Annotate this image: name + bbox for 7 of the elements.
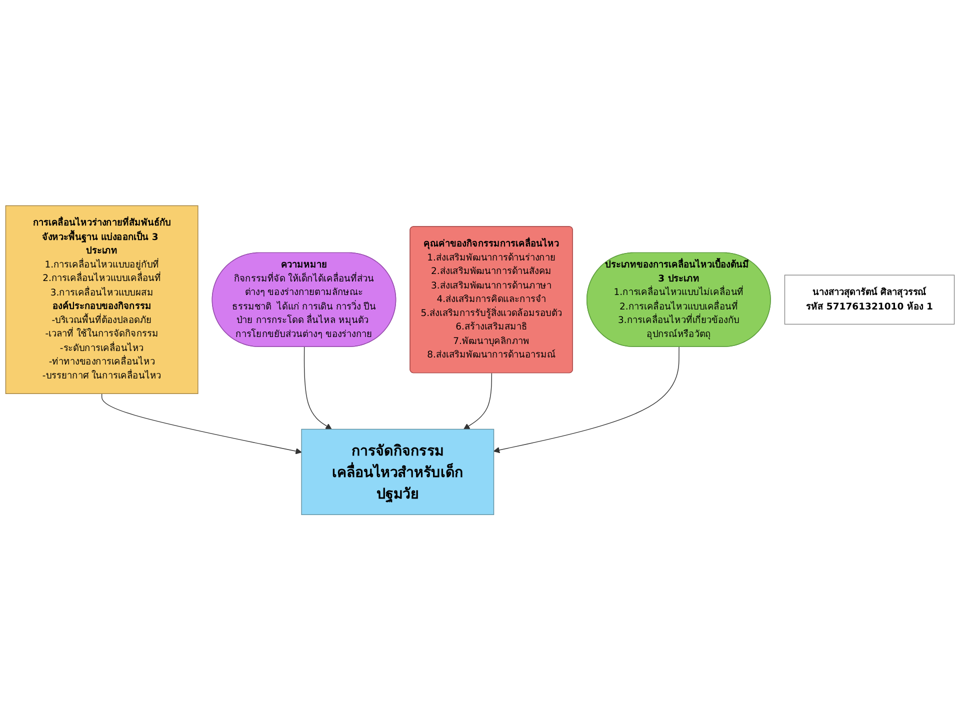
arrow — [493, 346, 680, 453]
arrow — [464, 372, 492, 430]
node-box: นางสาวสุดารัตน์ ศิลาสุวรรณ์ รหัส 571761321010 ห้อง 1 — [784, 274, 955, 324]
arrow — [304, 346, 332, 430]
arrow — [101, 393, 302, 454]
node-box: การจัดกิจกรรมเคลื่อนไหวสำหรับเด็กปฐมวัย — [301, 428, 494, 515]
node-box: การเคลื่อนไหวร่างกายที่สัมพันธ์กับจังหวะพื้นฐาน แบ่งออกเป็น 3 ประเภท 1.การเคลื่อนไหวแบบอยู่กับที่ 2.การเคลื่อนไหวแบบเคลื่อนที่ 3.การเคลื่อนไหวแบบผสม องค์ประกอบของกิจกรรม -บริเวณพื้นที่ต้องปลอดภัย -เวลาที่ ใช้ในการจัดกิจกรรม -ระดับการเคลื่อนไหว -ท่าทางของการเคลื่อนไหว -บรรยากาศ ในการเคลื่อนไหว — [5, 205, 198, 394]
